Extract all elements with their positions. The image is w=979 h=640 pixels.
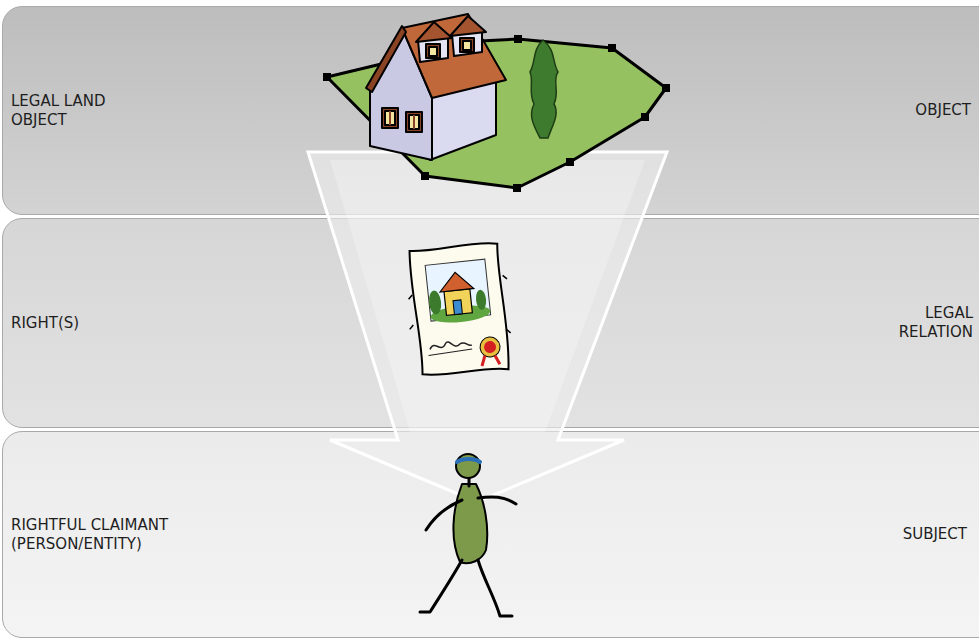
funnel-inner [330, 160, 645, 432]
layer-name: LEGAL LAND OBJECT [11, 92, 141, 130]
tree [530, 40, 558, 138]
layer-role: LEGAL RELATION [873, 304, 973, 342]
deed-document [402, 241, 517, 379]
layer-role: OBJECT [915, 101, 971, 120]
funnel-arrow [308, 152, 667, 502]
layer-name: RIGHTFUL CLAIMANT (PERSON/ENTITY) [11, 516, 211, 554]
house-illustration [366, 14, 506, 160]
layer-name: RIGHT(S) [11, 314, 79, 333]
layer-role: SUBJECT [903, 525, 967, 544]
person-figure [420, 454, 516, 616]
